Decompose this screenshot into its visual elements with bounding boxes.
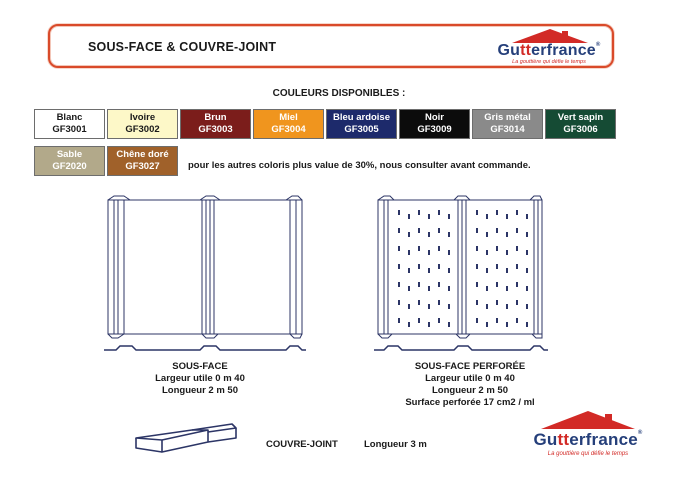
logo-tagline: La gouttière qui défie le temps xyxy=(547,451,629,457)
roof-icon xyxy=(541,411,635,429)
couvre-joint-length: Longueur 3 m xyxy=(364,439,427,450)
sous-face-perforee-panel-drawing xyxy=(374,195,548,351)
sous-face-name: SOUS-FACE xyxy=(172,361,228,372)
logo-brand-text: Gutterfrance® xyxy=(533,430,643,449)
brand-logo: Gutterfrance® La gouttière qui défie le … xyxy=(494,28,614,68)
header-banner: SOUS-FACE & COUVRE-JOINT Gutterfrance® L… xyxy=(48,24,614,68)
color-note: pour les autres coloris plus value de 30… xyxy=(188,160,531,171)
sous-face-perforee-surface: Surface perforée 17 cm2 / ml xyxy=(405,397,535,408)
sous-face-perforee-width: Largeur utile 0 m 40 xyxy=(425,373,515,384)
colors-title: COULEURS DISPONIBLES : xyxy=(272,88,406,99)
sous-face-perforee-name: SOUS-FACE PERFORÉE xyxy=(414,361,526,372)
sous-face-panel-drawing xyxy=(104,195,306,351)
sous-face-perforee-caption: SOUS-FACE PERFORÉE Largeur utile 0 m 40 … xyxy=(390,361,550,409)
page-title: SOUS-FACE & COUVRE-JOINT xyxy=(88,40,277,54)
couvre-joint-name: COUVRE-JOINT xyxy=(266,439,338,450)
sous-face-width: Largeur utile 0 m 40 xyxy=(155,373,245,384)
sous-face-length: Longueur 2 m 50 xyxy=(161,385,238,396)
roof-icon xyxy=(512,29,588,43)
logo-tagline: La gouttière qui défie le temps xyxy=(512,59,586,65)
sous-face-perforee-length: Longueur 2 m 50 xyxy=(431,385,508,396)
brand-logo-bottom: Gutterfrance® La gouttière qui défie le … xyxy=(523,410,653,462)
sous-face-caption: SOUS-FACE Largeur utile 0 m 40 Longueur … xyxy=(130,361,270,397)
couvre-joint-drawing xyxy=(135,423,237,453)
logo-brand-text: Gutterfrance® xyxy=(497,42,601,59)
